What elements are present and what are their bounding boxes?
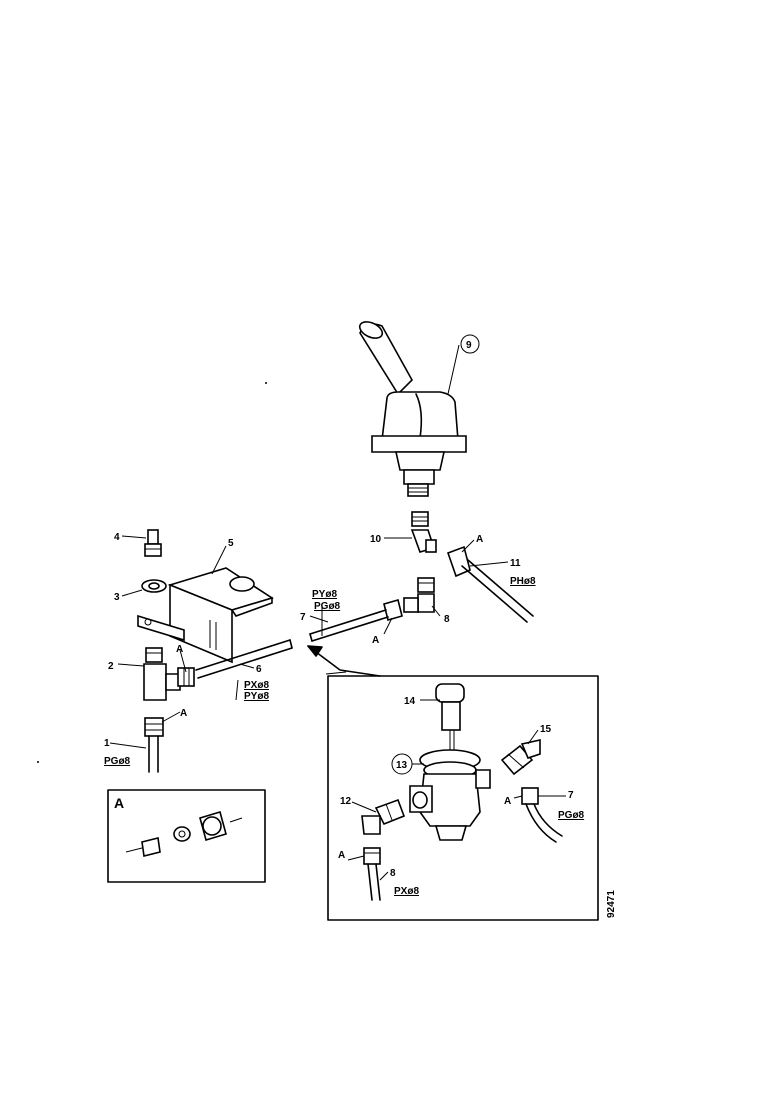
bracket-5 (137, 567, 274, 664)
callout-15: 15 (540, 724, 552, 735)
pipe-code-pg-top: PGø8 (314, 601, 341, 612)
callout-7-lower: 7 (568, 790, 574, 801)
inset-a-box: A (107, 789, 266, 883)
callout-12: 12 (340, 796, 352, 807)
callout-9: 9 (466, 340, 472, 351)
leader-lines (109, 344, 509, 749)
marker-a-5: A (338, 850, 345, 861)
fitting-8-upper (403, 577, 435, 613)
marker-a-2: A (176, 644, 183, 655)
callout-circle-9 (460, 334, 480, 354)
fitting-4 (144, 529, 162, 557)
detail-arrow (307, 645, 381, 677)
fitting-10 (410, 511, 437, 553)
pipe-code-px-mid: PXø8 (244, 680, 269, 691)
callout-7: 7 (300, 612, 306, 623)
pipe-code-ph: PHø8 (510, 576, 536, 587)
lever-valve-assembly (358, 321, 467, 497)
pipe-code-pg-main: PGø8 (104, 756, 131, 767)
speck (37, 761, 39, 763)
callout-2: 2 (108, 661, 114, 672)
callout-8-lower: 8 (390, 868, 396, 879)
pipe-code-py-mid: PYø8 (244, 691, 269, 702)
callout-11: 11 (510, 558, 521, 569)
marker-a-3: A (372, 635, 379, 646)
marker-a-4: A (476, 534, 483, 545)
callout-10: 10 (370, 534, 382, 545)
detail-inset-box: 14 13 15 12 8 7 A A PXø8 PGø8 (327, 675, 599, 921)
speck (265, 382, 267, 384)
callout-1: 1 (104, 738, 110, 749)
callout-14: 14 (404, 696, 416, 707)
pipe-code-pg-inset: PGø8 (558, 810, 585, 821)
drawing-number: 92471 (606, 890, 617, 918)
washer-3 (141, 579, 167, 593)
inset-a-title: A (114, 795, 124, 811)
callout-6: 6 (256, 664, 262, 675)
callout-3: 3 (114, 592, 120, 603)
pipe-1 (144, 717, 164, 773)
marker-a-1: A (180, 708, 187, 719)
callout-5: 5 (228, 538, 234, 549)
tee-2 (143, 647, 195, 701)
pipe-code-py-top: PYø8 (312, 589, 337, 600)
pipe-6 (195, 639, 293, 679)
marker-a-6: A (504, 796, 511, 807)
pipe-11 (446, 545, 534, 623)
pipe-code-px-inset: PXø8 (394, 886, 419, 897)
callout-8-upper: 8 (444, 614, 450, 625)
callout-13: 13 (396, 760, 408, 771)
pipe-7-upper (309, 599, 403, 642)
callout-4: 4 (114, 532, 120, 543)
